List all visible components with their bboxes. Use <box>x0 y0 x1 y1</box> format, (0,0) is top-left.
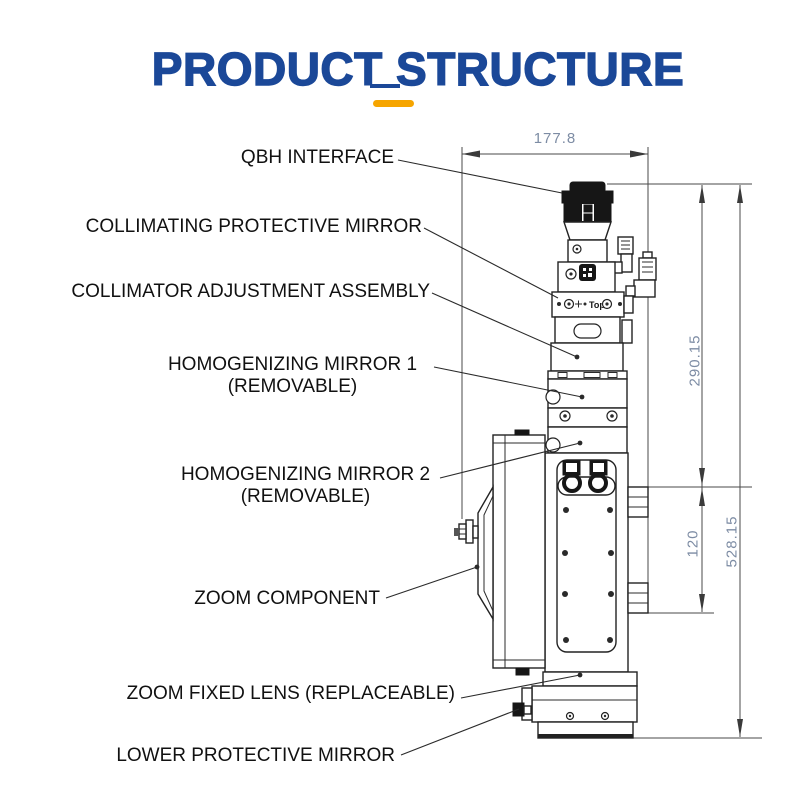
label-line-1: HOMOGENIZING MIRROR 1 <box>167 354 418 375</box>
label-line-2: (REMOVABLE) <box>227 376 358 397</box>
top-marking-text: Top <box>589 300 605 310</box>
label-collimator-adjustment-assembly: COLLIMATOR ADJUSTMENT ASSEMBLY <box>71 281 430 302</box>
label-lower-protective-mirror: LOWER PROTECTIVE MIRROR <box>116 745 395 766</box>
label-zoom-component: ZOOM COMPONENT <box>194 588 380 609</box>
label-homogenizing-mirror-1: HOMOGENIZING MIRROR 1 (REMOVABLE) <box>150 354 435 398</box>
main-body-drawing <box>544 452 649 673</box>
dimension-upper-height: 290.15 <box>686 334 704 387</box>
dimension-lower-height: 120 <box>684 529 702 558</box>
air-fitting-lower <box>625 251 657 298</box>
label-qbh-interface: QBH INTERFACE <box>240 147 394 168</box>
label-collimating-protective-mirror: COLLIMATING PROTECTIVE MIRROR <box>85 216 422 237</box>
page-title: PRODUCT STRUCTURE <box>151 42 685 95</box>
leader-lines <box>385 159 585 756</box>
dimension-total-height: 528.15 <box>723 515 741 568</box>
collimator-drawing: Top <box>550 261 634 372</box>
label-line-1: HOMOGENIZING MIRROR 2 <box>180 464 431 485</box>
title-accent-bar <box>373 100 414 107</box>
qbh-connector-drawing <box>561 181 614 263</box>
zoom-component-drawing <box>454 429 546 676</box>
label-zoom-fixed-lens: ZOOM FIXED LENS (REPLACEABLE) <box>126 683 455 704</box>
bottom-assembly-drawing <box>512 671 638 739</box>
dimension-width: 177.8 <box>533 130 577 147</box>
homogenizer-drawing <box>545 370 628 454</box>
dimension-lines <box>461 147 762 739</box>
title-underscore-mark <box>370 84 400 88</box>
label-line-2: (REMOVABLE) <box>240 486 371 507</box>
label-homogenizing-mirror-2: HOMOGENIZING MIRROR 2 (REMOVABLE) <box>163 464 448 508</box>
